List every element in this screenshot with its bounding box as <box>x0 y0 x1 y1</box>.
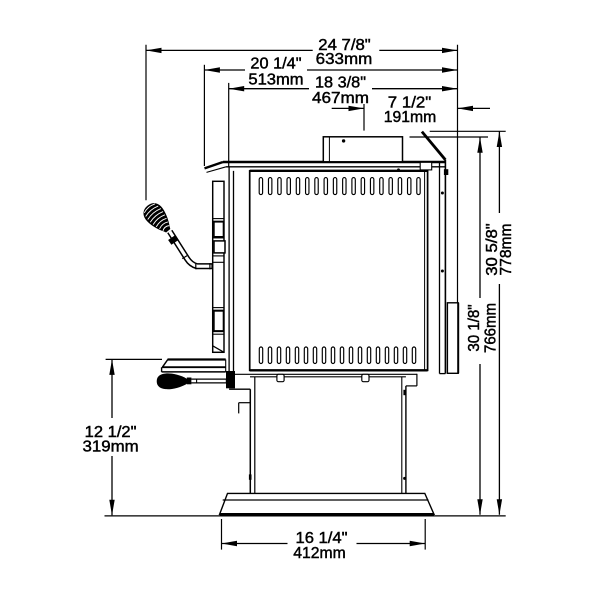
svg-text:30 5/8": 30 5/8" <box>484 223 501 276</box>
svg-text:30 1/8": 30 1/8" <box>466 304 483 351</box>
svg-text:16 1/4": 16 1/4" <box>296 530 348 547</box>
svg-text:20 1/4": 20 1/4" <box>250 55 301 72</box>
svg-text:766mm: 766mm <box>482 303 499 353</box>
svg-text:18 3/8": 18 3/8" <box>315 74 366 91</box>
svg-text:12 1/2": 12 1/2" <box>85 424 137 441</box>
svg-text:778mm: 778mm <box>498 224 515 276</box>
svg-text:467mm: 467mm <box>312 90 369 107</box>
svg-text:319mm: 319mm <box>83 439 139 456</box>
svg-text:7 1/2": 7 1/2" <box>388 95 432 112</box>
svg-text:633mm: 633mm <box>316 51 373 68</box>
svg-text:513mm: 513mm <box>248 72 303 89</box>
svg-text:412mm: 412mm <box>293 545 346 562</box>
svg-text:191mm: 191mm <box>384 109 437 126</box>
svg-text:24 7/8": 24 7/8" <box>318 37 370 54</box>
